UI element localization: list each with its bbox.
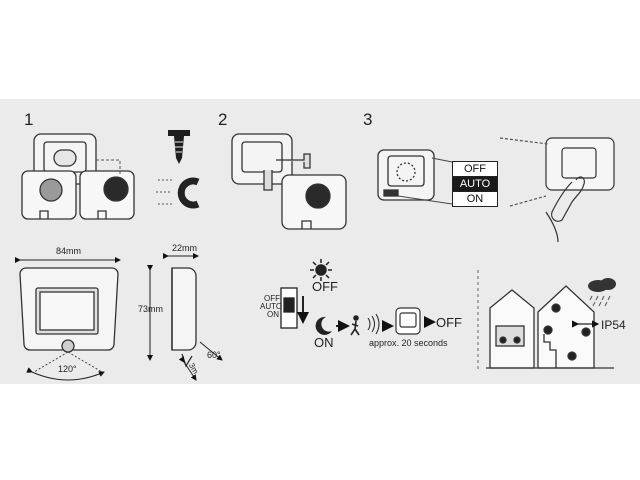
switch-label-off: OFF: [264, 294, 280, 303]
height-label: 73mm: [138, 304, 164, 314]
detection-arc: [26, 367, 105, 381]
mode-selector: OFF AUTO ON: [452, 161, 498, 207]
step2-base-plate: [231, 133, 311, 191]
step1-front-cover-right: [79, 170, 135, 220]
step1-front-cover-left: [21, 170, 77, 220]
slide-switch: [280, 287, 309, 329]
person-walking-icon: [350, 315, 360, 336]
step3-pointer-lines: [397, 157, 453, 205]
side-view: [171, 267, 197, 368]
ip-rating-label: IP54: [601, 318, 626, 332]
tilt-arc: [199, 341, 223, 361]
sun-icon: [310, 259, 332, 281]
bottom-margin: [0, 384, 640, 480]
hand-icon: [499, 137, 615, 243]
top-margin: [0, 0, 640, 99]
width-label: 84mm: [56, 246, 82, 256]
step2-cover: [281, 174, 347, 230]
switch-label-auto: AUTO: [260, 302, 283, 311]
house-icon: [489, 285, 595, 369]
rain-cloud-icon: [588, 278, 616, 307]
moon-icon: [315, 316, 332, 335]
switch-label-on: ON: [267, 310, 279, 319]
mode-off: OFF: [453, 162, 497, 177]
end-state-label: OFF: [436, 315, 462, 330]
depth-label: 22mm: [172, 243, 198, 253]
step-number-2: 2: [218, 110, 228, 129]
day-state-label: OFF: [312, 279, 338, 294]
step3-unit: [377, 149, 435, 201]
lamp-on-icon: [395, 307, 421, 335]
mode-auto: AUTO: [453, 177, 497, 192]
detection-rays: [33, 351, 103, 373]
range-dim-line: [178, 356, 197, 381]
delay-label: approx. 20 seconds: [369, 338, 448, 348]
step1-dashed-guide: [96, 159, 121, 176]
night-state-label: ON: [314, 335, 334, 350]
step-number-1: 1: [24, 110, 34, 129]
mode-on: ON: [466, 193, 484, 205]
motion-waves-icon: [367, 313, 380, 335]
detection-angle-label: 120°: [58, 364, 77, 374]
magnet-icon: [156, 177, 200, 209]
step-number-3: 3: [363, 110, 373, 129]
front-view: [19, 267, 119, 353]
tilt-angle-label: 60°: [207, 350, 221, 360]
screw-icon: [168, 130, 190, 164]
